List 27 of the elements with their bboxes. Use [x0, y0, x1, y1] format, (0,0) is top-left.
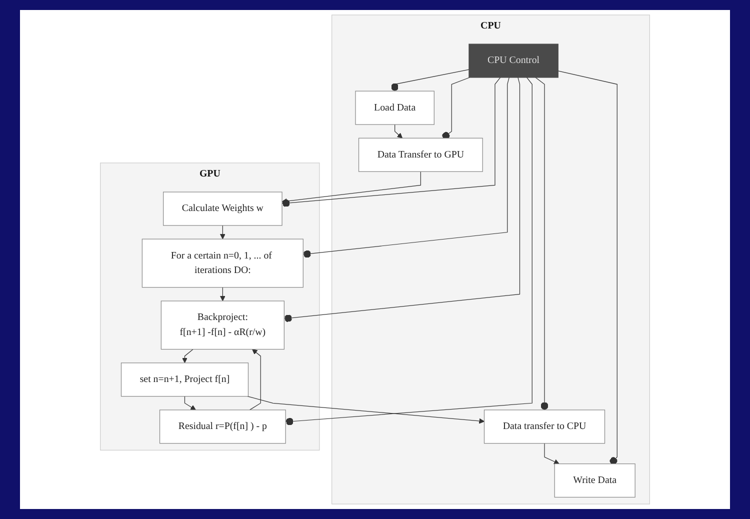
arrow [247, 396, 484, 424]
node-box: Backproject: f[n+1] -f[n] - αR(r/w) [160, 300, 284, 350]
connector [558, 70, 618, 465]
arrow [182, 348, 194, 364]
arrow [249, 349, 261, 410]
node-box: Calculate Weights w [163, 192, 282, 226]
node-box: set n=n+1, Project f[n] [120, 362, 249, 397]
node-box: Data transfer to CPU [484, 410, 606, 444]
node-box: Write Data [554, 464, 636, 498]
arrow [184, 396, 196, 410]
node-box: Data Transfer to GPU [358, 138, 483, 172]
connector [282, 77, 501, 207]
node-box: Load Data [355, 90, 434, 125]
connector [535, 77, 548, 410]
connector [391, 69, 470, 92]
arrow [220, 225, 226, 240]
arrow [282, 171, 421, 204]
node-box: CPU Control [468, 44, 558, 78]
arrow [544, 443, 560, 464]
connector [285, 77, 532, 426]
connector [442, 77, 470, 140]
arrow [394, 124, 403, 138]
arrow [220, 287, 226, 302]
connector [302, 77, 510, 258]
node-box: For a certain n=0, 1, ... of iterations DO: [142, 238, 304, 288]
connector [284, 77, 520, 322]
node-box: Residual r=P(f[n] ) - p [159, 410, 286, 444]
